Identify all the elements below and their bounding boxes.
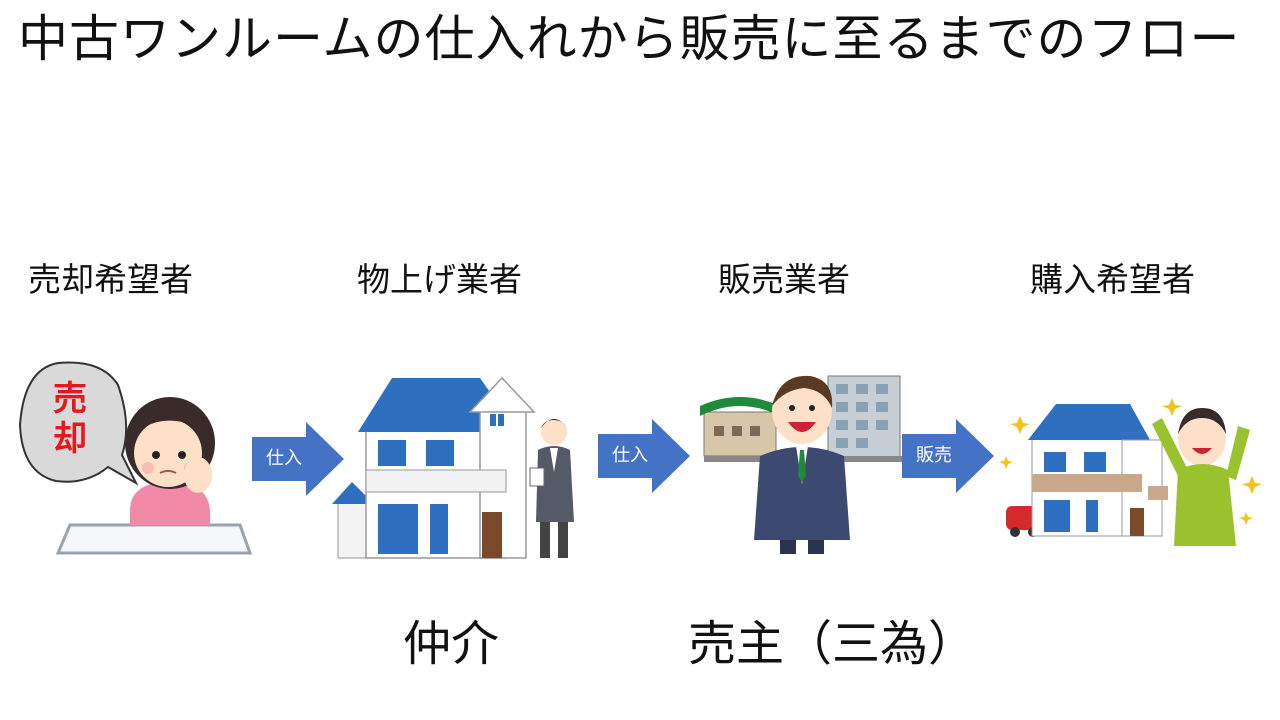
- arrow-sale: 販売: [902, 419, 994, 493]
- speech-bubble-text: 売却: [53, 379, 87, 459]
- arrow-purchase-1: 仕入: [252, 422, 344, 496]
- arrow-purchase-2: 仕入: [598, 419, 690, 493]
- actor-label-buyer: 購入希望者: [1030, 260, 1195, 299]
- arrow-label: 販売: [916, 445, 952, 466]
- wholesaler-illustration: [330, 372, 580, 562]
- seller-illustration: 売却: [10, 355, 253, 565]
- slide-title: 中古ワンルームの仕入れから販売に至るまでのフロー: [18, 10, 1241, 68]
- role-label-seller-sanitame: 売主（三為）: [688, 616, 977, 672]
- role-label-broker: 仲介: [403, 616, 500, 672]
- actor-label-seller: 売却希望者: [28, 260, 193, 299]
- arrow-label: 仕入: [266, 448, 302, 469]
- buyer-illustration: [999, 396, 1264, 548]
- actor-label-reseller: 販売業者: [718, 260, 850, 299]
- reseller-illustration: [700, 372, 905, 557]
- arrow-label: 仕入: [612, 445, 648, 466]
- actor-label-wholesaler: 物上げ業者: [357, 260, 522, 299]
